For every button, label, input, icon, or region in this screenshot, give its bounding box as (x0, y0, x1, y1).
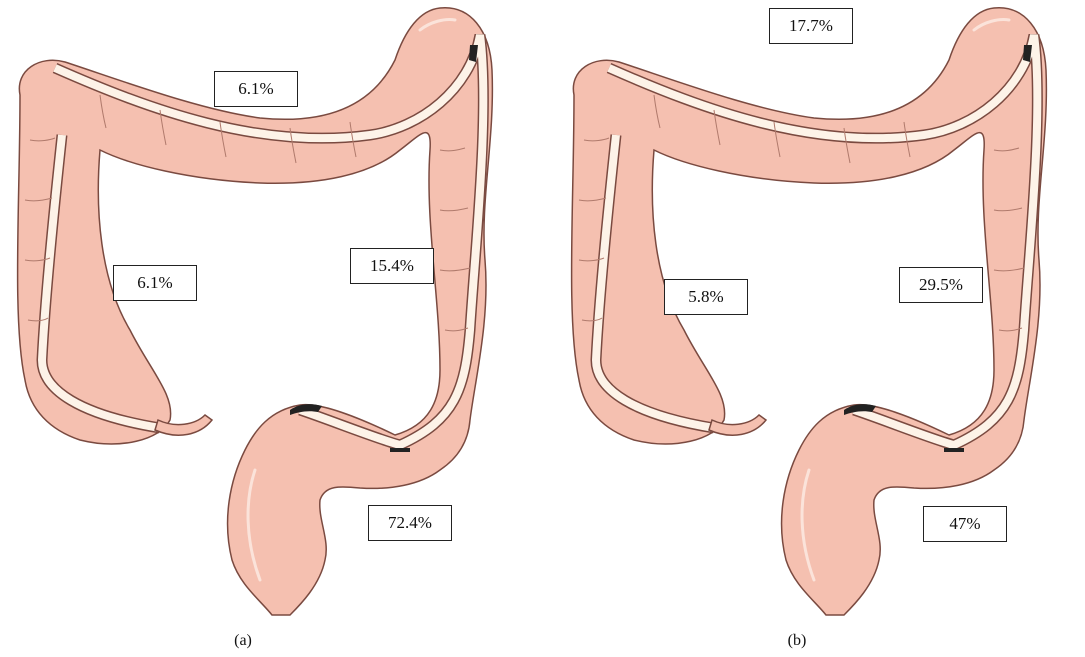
colon-illustration (554, 0, 1085, 640)
ascending-colon-label: 6.1% (113, 265, 197, 301)
panel-caption: (a) (213, 632, 273, 650)
panel-a: 6.1% 6.1% 15.4% 72.4% (a) (0, 0, 542, 657)
transverse-colon-label: 17.7% (769, 8, 853, 44)
rectosigmoid-label: 47% (923, 506, 1007, 542)
panel-b: 17.7% 5.8% 29.5% 47% (b) (554, 0, 1085, 657)
transverse-colon-label: 6.1% (214, 71, 298, 107)
descending-colon-label: 15.4% (350, 248, 434, 284)
rectosigmoid-label: 72.4% (368, 505, 452, 541)
ascending-colon-label: 5.8% (664, 279, 748, 315)
descending-colon-label: 29.5% (899, 267, 983, 303)
panel-caption: (b) (767, 632, 827, 650)
